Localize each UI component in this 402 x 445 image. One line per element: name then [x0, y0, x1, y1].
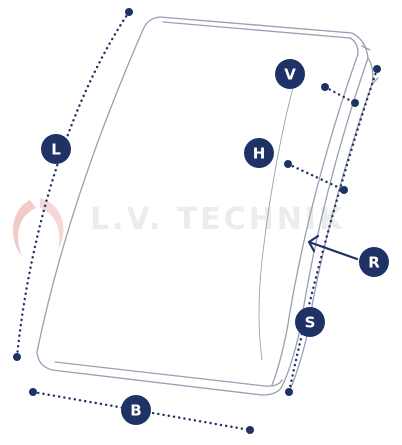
mudguard-outline — [36, 16, 379, 396]
badge-L: L — [41, 134, 71, 164]
dimension-line-L — [15, 10, 131, 359]
dimension-line-V — [323, 85, 357, 105]
watermark-logo-icon — [12, 198, 64, 256]
dimension-dot — [340, 186, 348, 194]
dimension-dot — [321, 83, 329, 91]
dimension-dot — [125, 8, 133, 16]
badge-H: H — [244, 138, 274, 168]
watermark: L.V. TECHNIK — [12, 198, 345, 256]
badge-B: B — [121, 395, 151, 425]
dimension-dot — [373, 65, 381, 73]
dimension-endpoints — [13, 8, 381, 434]
watermark-text: L.V. TECHNIK — [90, 202, 345, 237]
dimension-line-H — [286, 162, 346, 192]
dimension-dot — [351, 99, 359, 107]
dimension-dot — [29, 388, 37, 396]
badge-B-label: B — [130, 402, 141, 420]
radius-arrow — [307, 234, 359, 261]
badge-L-label: L — [51, 141, 61, 159]
badge-R-label: R — [368, 254, 380, 272]
badge-H-label: H — [253, 145, 266, 163]
dimension-dot — [13, 353, 21, 361]
dimension-line-S — [287, 67, 379, 394]
dimension-dot — [284, 160, 292, 168]
dimension-dot — [246, 426, 254, 434]
badge-R: R — [359, 247, 389, 277]
badge-V: V — [275, 59, 305, 89]
badge-S: S — [295, 307, 325, 337]
badge-S-label: S — [305, 314, 316, 332]
badge-V-label: V — [284, 66, 296, 84]
dimension-dot — [285, 388, 293, 396]
